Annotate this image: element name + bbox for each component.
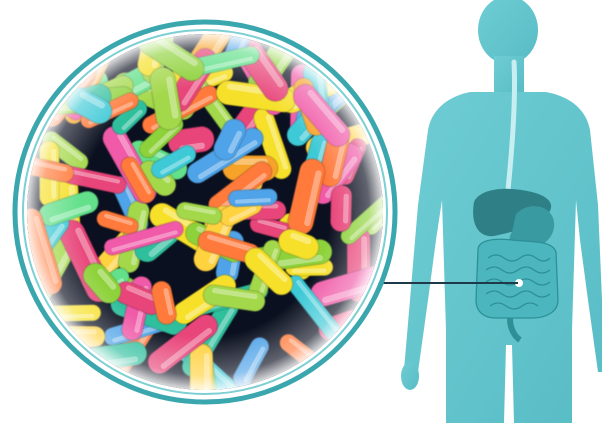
human-silhouette-icon (401, 0, 602, 423)
head (478, 0, 538, 64)
magnifier-lens-icon (11, 0, 411, 423)
lens-vignette (27, 34, 383, 390)
neck (494, 56, 524, 94)
left-hand (401, 362, 419, 390)
